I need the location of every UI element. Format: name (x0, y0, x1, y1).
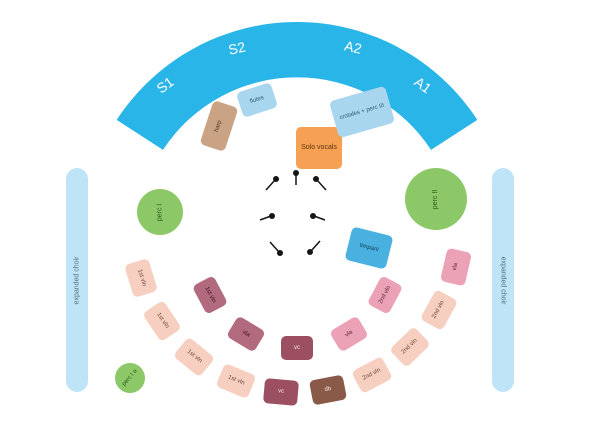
seat-2nd-violin: 2nd vln (389, 326, 431, 368)
choir-section-s2: S2 (227, 38, 247, 57)
choir-section-a2: A2 (343, 37, 363, 56)
seat-1st-violin: 1st vln (124, 258, 158, 298)
flutes-box: flutes (235, 82, 279, 118)
microphone-icon (304, 237, 324, 257)
choir-section-s1: S1 (153, 73, 176, 96)
seat-double-bass: db (308, 374, 348, 406)
microphone-icon (286, 168, 306, 188)
perc-i-label: perc I (156, 203, 164, 221)
expanded-choir-right-label: expanded choir (499, 256, 507, 304)
choir-section-a1: A1 (411, 73, 434, 96)
microphone-icon (308, 207, 328, 227)
solo-vocals-box: Solo vocals (296, 127, 342, 169)
crotales-perc-box: crotales + perc III (328, 85, 396, 139)
microphone-icon (257, 207, 277, 227)
solo-vocals-label: Solo vocals (301, 143, 337, 151)
seat-1st-violin: 1st vln (142, 299, 182, 343)
flutes-label: flutes (249, 94, 265, 105)
crotales-perc-label: crotales + perc III (338, 102, 385, 121)
perc-ii-label: perc II (432, 189, 440, 209)
timpani-label: timpani (358, 242, 380, 253)
harp-label: harp (213, 119, 224, 133)
microphone-icon (310, 174, 330, 194)
microphone-icon (266, 238, 286, 258)
expanded-choir-right: expanded choir (492, 168, 514, 392)
seat-2nd-violin-inner: 2nd vln (366, 275, 404, 315)
perc-i-a-label: perc I a (121, 368, 139, 388)
seat-1st-violin: 1st vln (215, 363, 257, 399)
harp-box: harp (199, 100, 239, 152)
microphone-icon (262, 174, 282, 194)
seat-1st-violin-inner: 1st vln (191, 275, 229, 315)
seat-1st-violin: 1st vln (172, 336, 216, 378)
perc-i-circle: perc I (137, 189, 183, 235)
seat-cello-inner: vc (281, 336, 313, 360)
perc-i-a-circle: perc I a (115, 363, 145, 393)
seat-viola: vla (439, 247, 473, 287)
seat-2nd-violin: 2nd vln (419, 289, 459, 331)
seat-viola-inner: vla (329, 315, 369, 353)
seat-cello: vc (262, 378, 300, 406)
expanded-choir-left: expanded choir (66, 168, 88, 392)
seat-2nd-violin: 2nd vln (351, 355, 393, 395)
perc-ii-circle: perc II (405, 168, 467, 230)
timpani-box: timpani (344, 226, 394, 270)
seat-viola-inner: vla (226, 315, 266, 353)
expanded-choir-left-label: expanded choir (73, 256, 81, 304)
